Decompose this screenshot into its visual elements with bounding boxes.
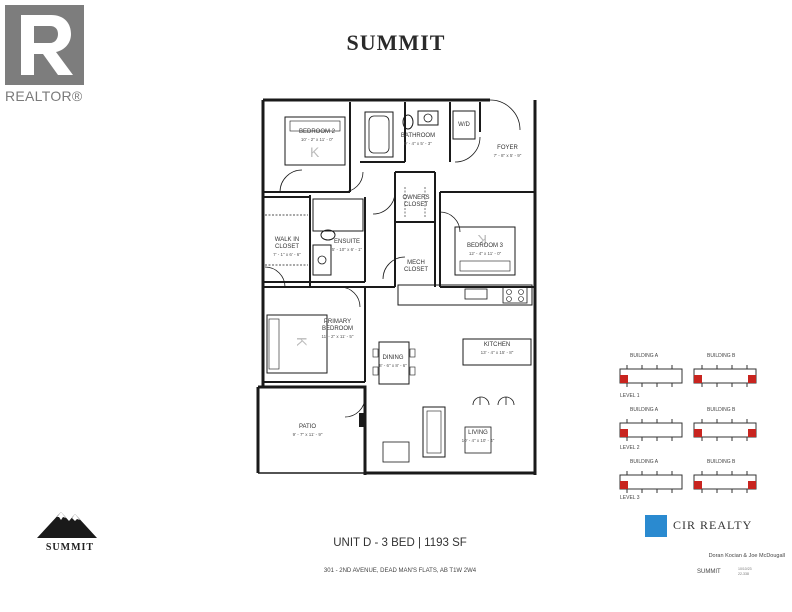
cir-realty-logo-square [645,515,667,537]
level-1-building-b-label: BUILDING B [707,353,736,359]
svg-text:K: K [294,337,310,347]
footer-meta-line-2: 22-338 [738,572,749,576]
level-1-keyplan [619,365,757,387]
summit-logo [35,508,115,540]
level-1-building-a-label: BUILDING A [630,353,659,359]
floor-plan-drawing: K K K [256,98,537,475]
room-label-washer-dryer: W/D [458,122,470,128]
level-2-building-b-label: BUILDING B [707,407,736,413]
unit-description: UNIT D - 3 BED | 1193 SF [333,537,467,549]
footer-meta: 10/10/23 22-338 [738,567,752,577]
svg-text:K: K [477,232,487,248]
level-3-keyplan [619,471,757,493]
agent-names: Doran Kocian & Joe McDougall [708,553,785,559]
property-address: 301 - 2ND AVENUE, DEAD MAN'S FLATS, AB T… [323,568,477,574]
level-1-label: LEVEL 1 [620,393,640,399]
level-2-keyplan [619,419,757,441]
mountain-icon [37,512,97,538]
building-level-keyplans: BUILDING A BUILDING B LEVEL 1 BUILDING A… [612,353,782,503]
footer-project-name: SUMMIT [697,569,721,575]
footer-meta-line-1: 10/10/23 [738,567,752,571]
summit-logo-wordmark: SUMMIT [45,542,95,553]
cir-realty-wordmark: CIR REALTY [673,518,753,532]
svg-text:K: K [310,144,320,160]
room-label-owners-closet: OWNERS CLOSET [402,195,430,208]
level-3-building-a-label: BUILDING A [630,459,659,465]
level-3-building-b-label: BUILDING B [707,459,736,465]
realtor-logo [5,5,84,85]
room-label-mech-closet: MECH CLOSET [403,260,428,273]
level-2-label: LEVEL 2 [620,445,640,451]
realtor-r-icon [21,15,73,75]
level-3-label: LEVEL 3 [620,495,640,501]
page-title: SUMMIT [346,30,446,55]
realtor-wordmark: REALTOR® [5,88,83,104]
level-2-building-a-label: BUILDING A [630,407,659,413]
